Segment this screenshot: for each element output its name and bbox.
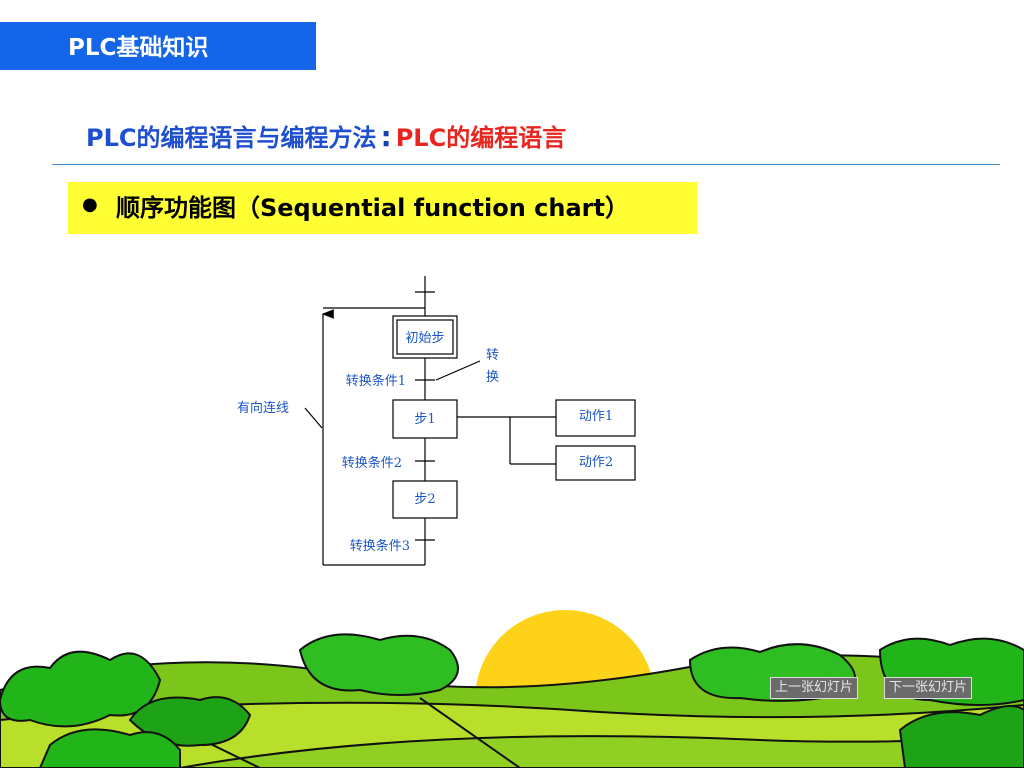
directed-line-label: 有向连线 xyxy=(237,400,289,416)
action2-box xyxy=(555,445,636,481)
transition-callout-label-2: 换 xyxy=(486,370,499,385)
step1-label: 步1 xyxy=(414,412,435,427)
bush-right-3 xyxy=(898,705,1024,768)
step2-label: 步2 xyxy=(414,492,435,507)
heading-part1: PLC的编程语言与编程方法 xyxy=(86,124,377,152)
next-slide-button[interactable]: 下一张幻灯片 xyxy=(884,677,973,699)
bullet-highlight xyxy=(68,182,697,234)
bush-left-1 xyxy=(0,650,162,728)
directed-line-callout xyxy=(304,407,323,429)
heading-part2: PLC的编程语言 xyxy=(395,124,567,152)
header-bar: PLC基础知识 xyxy=(0,22,316,70)
initial-step-inner xyxy=(396,319,454,355)
action1-label: 动作1 xyxy=(579,409,613,424)
condition3-label: 转换条件3 xyxy=(350,538,410,554)
transition-callout-line xyxy=(435,360,481,381)
field-furrow-2 xyxy=(419,697,521,768)
action1-box xyxy=(555,399,636,437)
slide-heading: PLC的编程语言与编程方法:PLC的编程语言 xyxy=(86,118,566,153)
action2-label: 动作2 xyxy=(579,455,613,470)
condition2-label: 转换条件2 xyxy=(342,455,402,471)
transition-callout-label-1: 转 xyxy=(486,348,499,363)
bullet-text: 顺序功能图（Sequential function chart） xyxy=(116,194,629,222)
heading-divider xyxy=(52,164,1000,165)
condition1-label: 转换条件1 xyxy=(346,373,406,389)
header-title: PLC基础知识 xyxy=(68,35,209,61)
initial-step-label: 初始步 xyxy=(405,331,444,346)
bush-center xyxy=(298,633,459,696)
bush-front xyxy=(38,728,181,768)
prev-slide-button[interactable]: 上一张幻灯片 xyxy=(770,677,859,699)
bullet-dot-icon: ● xyxy=(82,194,98,215)
heading-separator: : xyxy=(380,120,392,153)
